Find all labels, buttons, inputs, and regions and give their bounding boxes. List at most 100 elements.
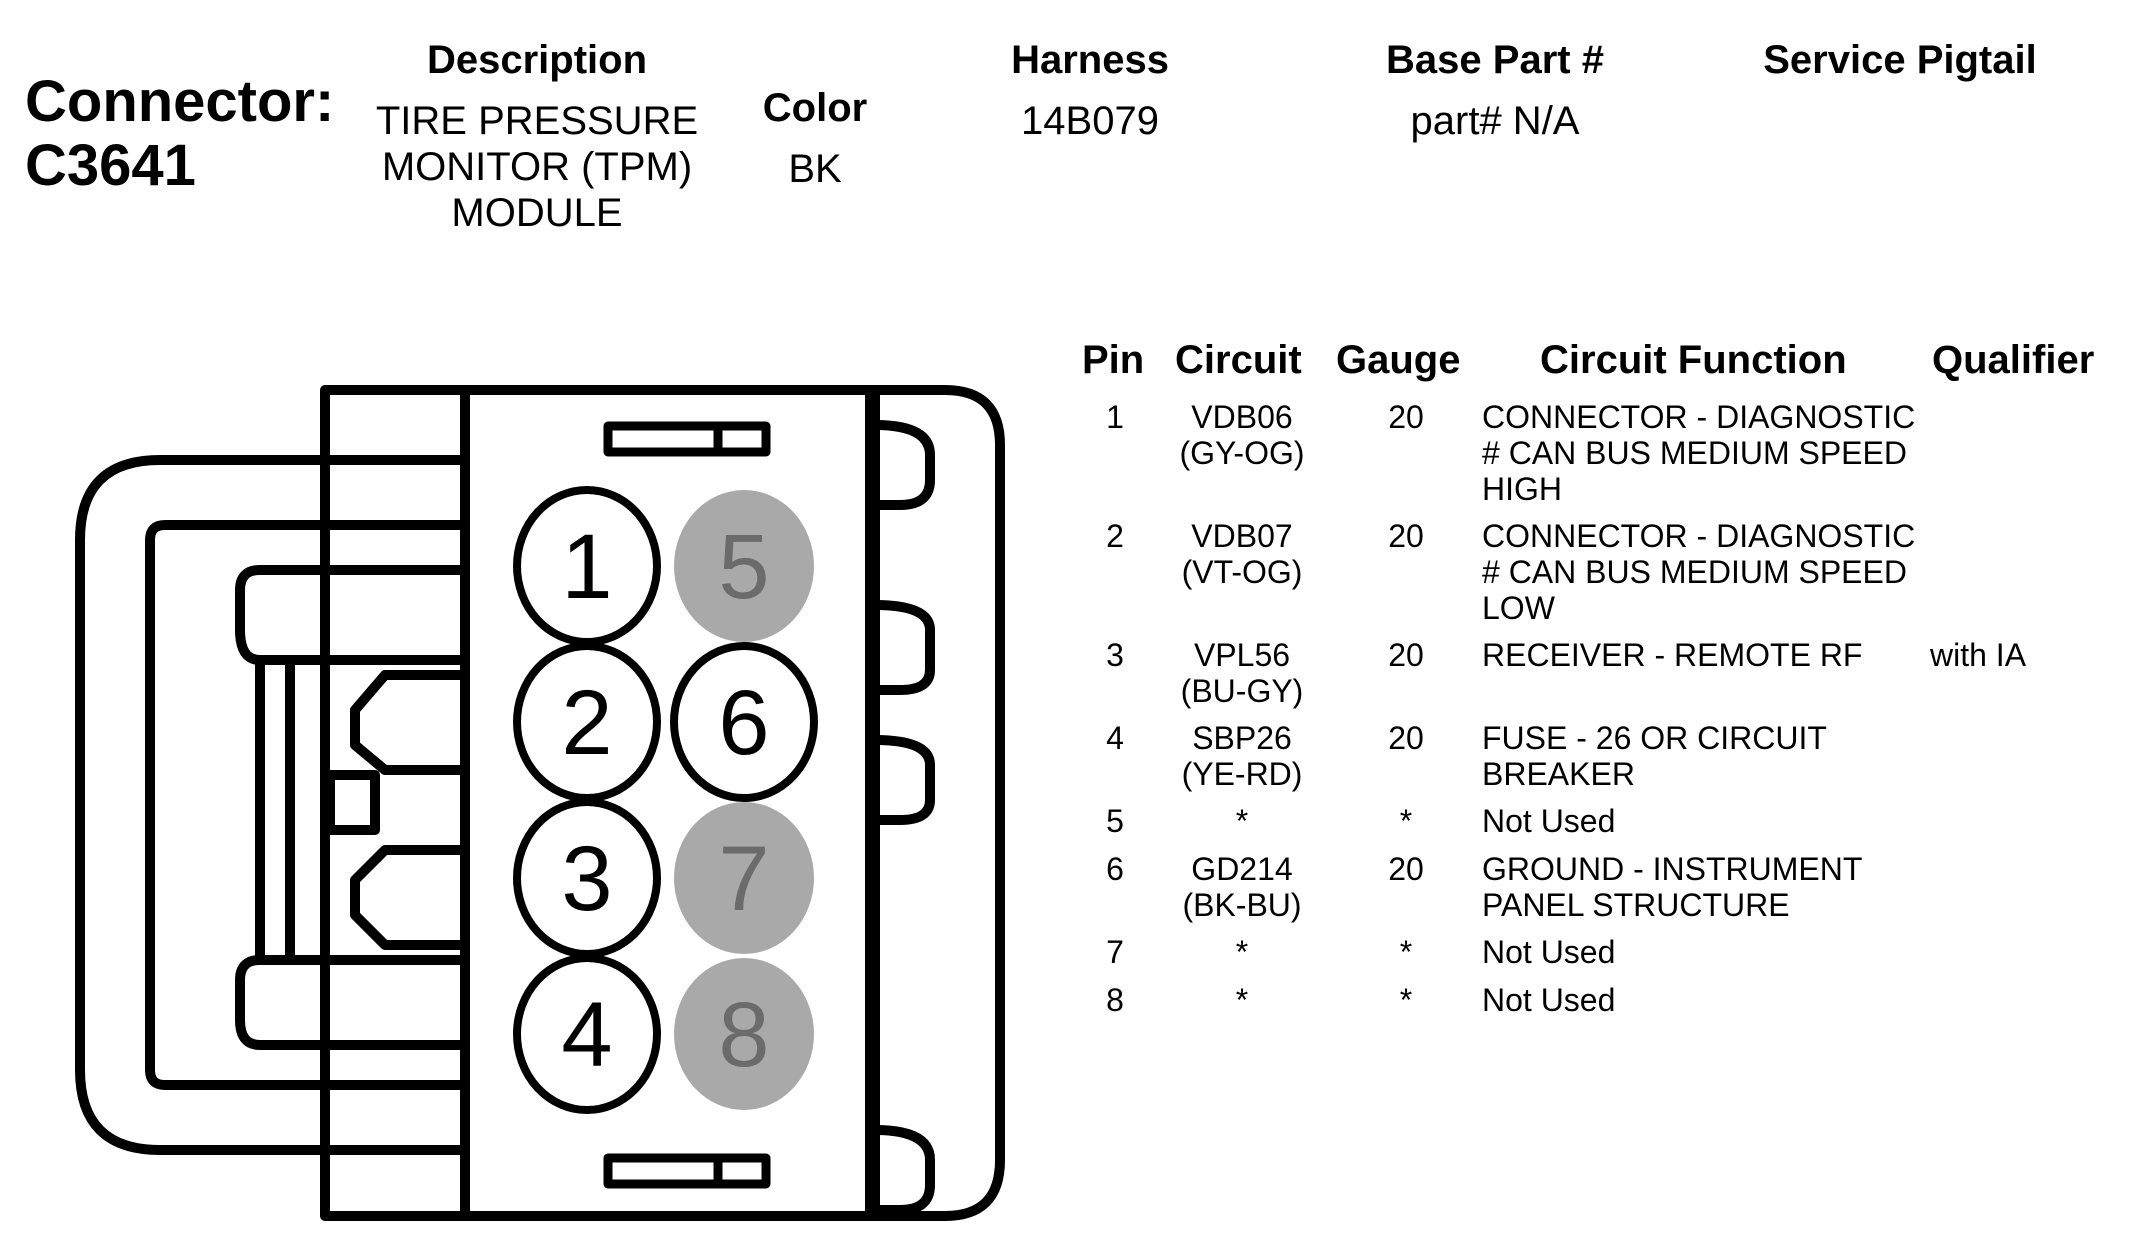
cell-function-line: RECEIVER - REMOTE RF — [1482, 637, 1863, 673]
cell-function-line: PANEL STRUCTURE — [1482, 887, 1790, 923]
cell-circuit-line: (BU-GY) — [1180, 673, 1304, 709]
cell-circuit-line: VPL56 — [1193, 637, 1291, 673]
cell-qualifier-line: with IA — [1930, 637, 2027, 673]
cell-function-line: FUSE - 26 OR CIRCUIT — [1482, 720, 1827, 756]
cell-pin-line: 5 — [1106, 803, 1124, 839]
cell-function-line: GROUND - INSTRUMENT — [1482, 851, 1863, 887]
cell-function-line: LOW — [1482, 590, 1555, 626]
cell-function: RECEIVER - REMOTE RF — [1482, 637, 1922, 673]
color-heading: Color — [762, 86, 868, 130]
description-heading: Description — [426, 38, 648, 82]
cell-circuit-line: (GY-OG) — [1179, 435, 1305, 471]
keying-slot-top — [603, 421, 771, 457]
cell-function-line: # CAN BUS MEDIUM SPEED — [1482, 435, 1907, 471]
pin-number: 4 — [561, 984, 612, 1086]
cell-gauge: 20 — [1356, 851, 1456, 887]
pin-cavity-8: 8 — [674, 958, 814, 1110]
cell-pin: 7 — [1085, 934, 1145, 970]
service-pigtail-heading: Service Pigtail — [1763, 38, 2037, 82]
harness-heading: Harness — [1011, 38, 1169, 82]
cell-circuit-line: * — [1235, 934, 1249, 970]
pin-circle — [674, 490, 814, 642]
pin-number: 3 — [561, 828, 612, 930]
cell-circuit: * — [1152, 982, 1332, 1018]
cell-pin: 5 — [1085, 803, 1145, 839]
cell-circuit-line: GD214 — [1191, 851, 1293, 887]
connector-title: Connector: C3641 — [25, 70, 334, 198]
table-header-function: Circuit Function — [1540, 338, 1847, 382]
pin-number: 5 — [718, 516, 769, 618]
cell-circuit-line: (BK-BU) — [1182, 887, 1302, 923]
cell-function-line: Not Used — [1482, 982, 1616, 1018]
table-header-pin: Pin — [1082, 338, 1145, 382]
cell-pin: 6 — [1085, 851, 1145, 887]
cell-circuit-line: * — [1235, 803, 1249, 839]
cell-function: Not Used — [1482, 934, 1922, 970]
cell-pin-line: 1 — [1106, 399, 1124, 435]
cell-qualifier: with IA — [1930, 637, 2130, 673]
lever-notch — [325, 770, 380, 835]
cell-gauge: * — [1356, 934, 1456, 970]
cell-function: CONNECTOR - DIAGNOSTIC# CAN BUS MEDIUM S… — [1482, 399, 1922, 507]
latch-bottom-right — [870, 1125, 935, 1215]
cell-pin-line: 6 — [1106, 851, 1124, 887]
connector-label: Connector: — [25, 69, 335, 134]
pin-cavity-1: 1 — [513, 486, 661, 646]
latch-mid-1 — [870, 600, 935, 695]
cell-pin-line: 3 — [1106, 637, 1124, 673]
cell-gauge-line: 20 — [1388, 851, 1424, 887]
cell-circuit: VDB07(VT-OG) — [1152, 518, 1332, 590]
cell-pin: 1 — [1085, 399, 1145, 435]
description-line: MONITOR (TPM) — [381, 145, 693, 189]
cell-function: Not Used — [1482, 803, 1922, 839]
cell-gauge-line: 20 — [1388, 720, 1424, 756]
cell-function-line: Not Used — [1482, 803, 1616, 839]
cell-circuit-line: * — [1235, 982, 1249, 1018]
latch-top-right — [870, 420, 935, 510]
cell-gauge-line: * — [1399, 803, 1413, 839]
lever-bottom — [235, 955, 465, 1050]
cell-circuit-line: VDB07 — [1191, 518, 1293, 554]
pin-cavity-5: 5 — [674, 490, 814, 642]
connector-face-diagram: 1 2 3 4 5 6 7 8 — [75, 385, 1005, 1221]
color-value: BK — [788, 147, 842, 191]
cell-circuit-line: (VT-OG) — [1181, 554, 1303, 590]
table-header-qualifier: Qualifier — [1932, 338, 2095, 382]
pin-number: 1 — [561, 516, 612, 618]
pin-number: 2 — [561, 672, 612, 774]
cell-gauge-line: 20 — [1388, 637, 1424, 673]
pin-number: 8 — [718, 984, 769, 1086]
cell-function-line: Not Used — [1482, 934, 1616, 970]
lever-tab-top — [350, 670, 465, 775]
housing-right-shell — [865, 385, 1005, 1221]
cell-gauge: 20 — [1356, 399, 1456, 435]
cell-circuit-line: VDB06 — [1191, 399, 1293, 435]
pin-circle — [670, 642, 818, 802]
cell-function: CONNECTOR - DIAGNOSTIC# CAN BUS MEDIUM S… — [1482, 518, 1922, 626]
cell-pin-line: 4 — [1106, 720, 1124, 756]
base-part-value: part# N/A — [1410, 99, 1580, 143]
cell-function-line: CONNECTOR - DIAGNOSTIC — [1482, 399, 1916, 435]
cell-pin: 4 — [1085, 720, 1145, 756]
lever-tab-bottom — [350, 845, 465, 950]
pin-circle — [674, 958, 814, 1110]
cell-gauge-line: 20 — [1388, 399, 1424, 435]
cell-circuit-line: (YE-RD) — [1181, 756, 1303, 792]
cell-circuit: * — [1152, 934, 1332, 970]
description-line: MODULE — [451, 191, 623, 235]
keying-slot-bottom — [603, 1153, 771, 1189]
pin-cavity-6: 6 — [670, 642, 818, 802]
cell-gauge-line: 20 — [1388, 518, 1424, 554]
table-header-circuit: Circuit — [1175, 338, 1302, 382]
description-value: TIRE PRESSURE MONITOR (TPM) MODULE — [347, 98, 727, 236]
lever-top — [235, 565, 465, 665]
pin-number: 7 — [718, 828, 769, 930]
table-header-gauge: Gauge — [1336, 338, 1461, 382]
connector-id: C3641 — [25, 133, 196, 198]
cell-gauge: 20 — [1356, 637, 1456, 673]
cell-function: Not Used — [1482, 982, 1922, 1018]
base-part-heading: Base Part # — [1386, 38, 1604, 82]
pin-number: 6 — [718, 672, 769, 774]
